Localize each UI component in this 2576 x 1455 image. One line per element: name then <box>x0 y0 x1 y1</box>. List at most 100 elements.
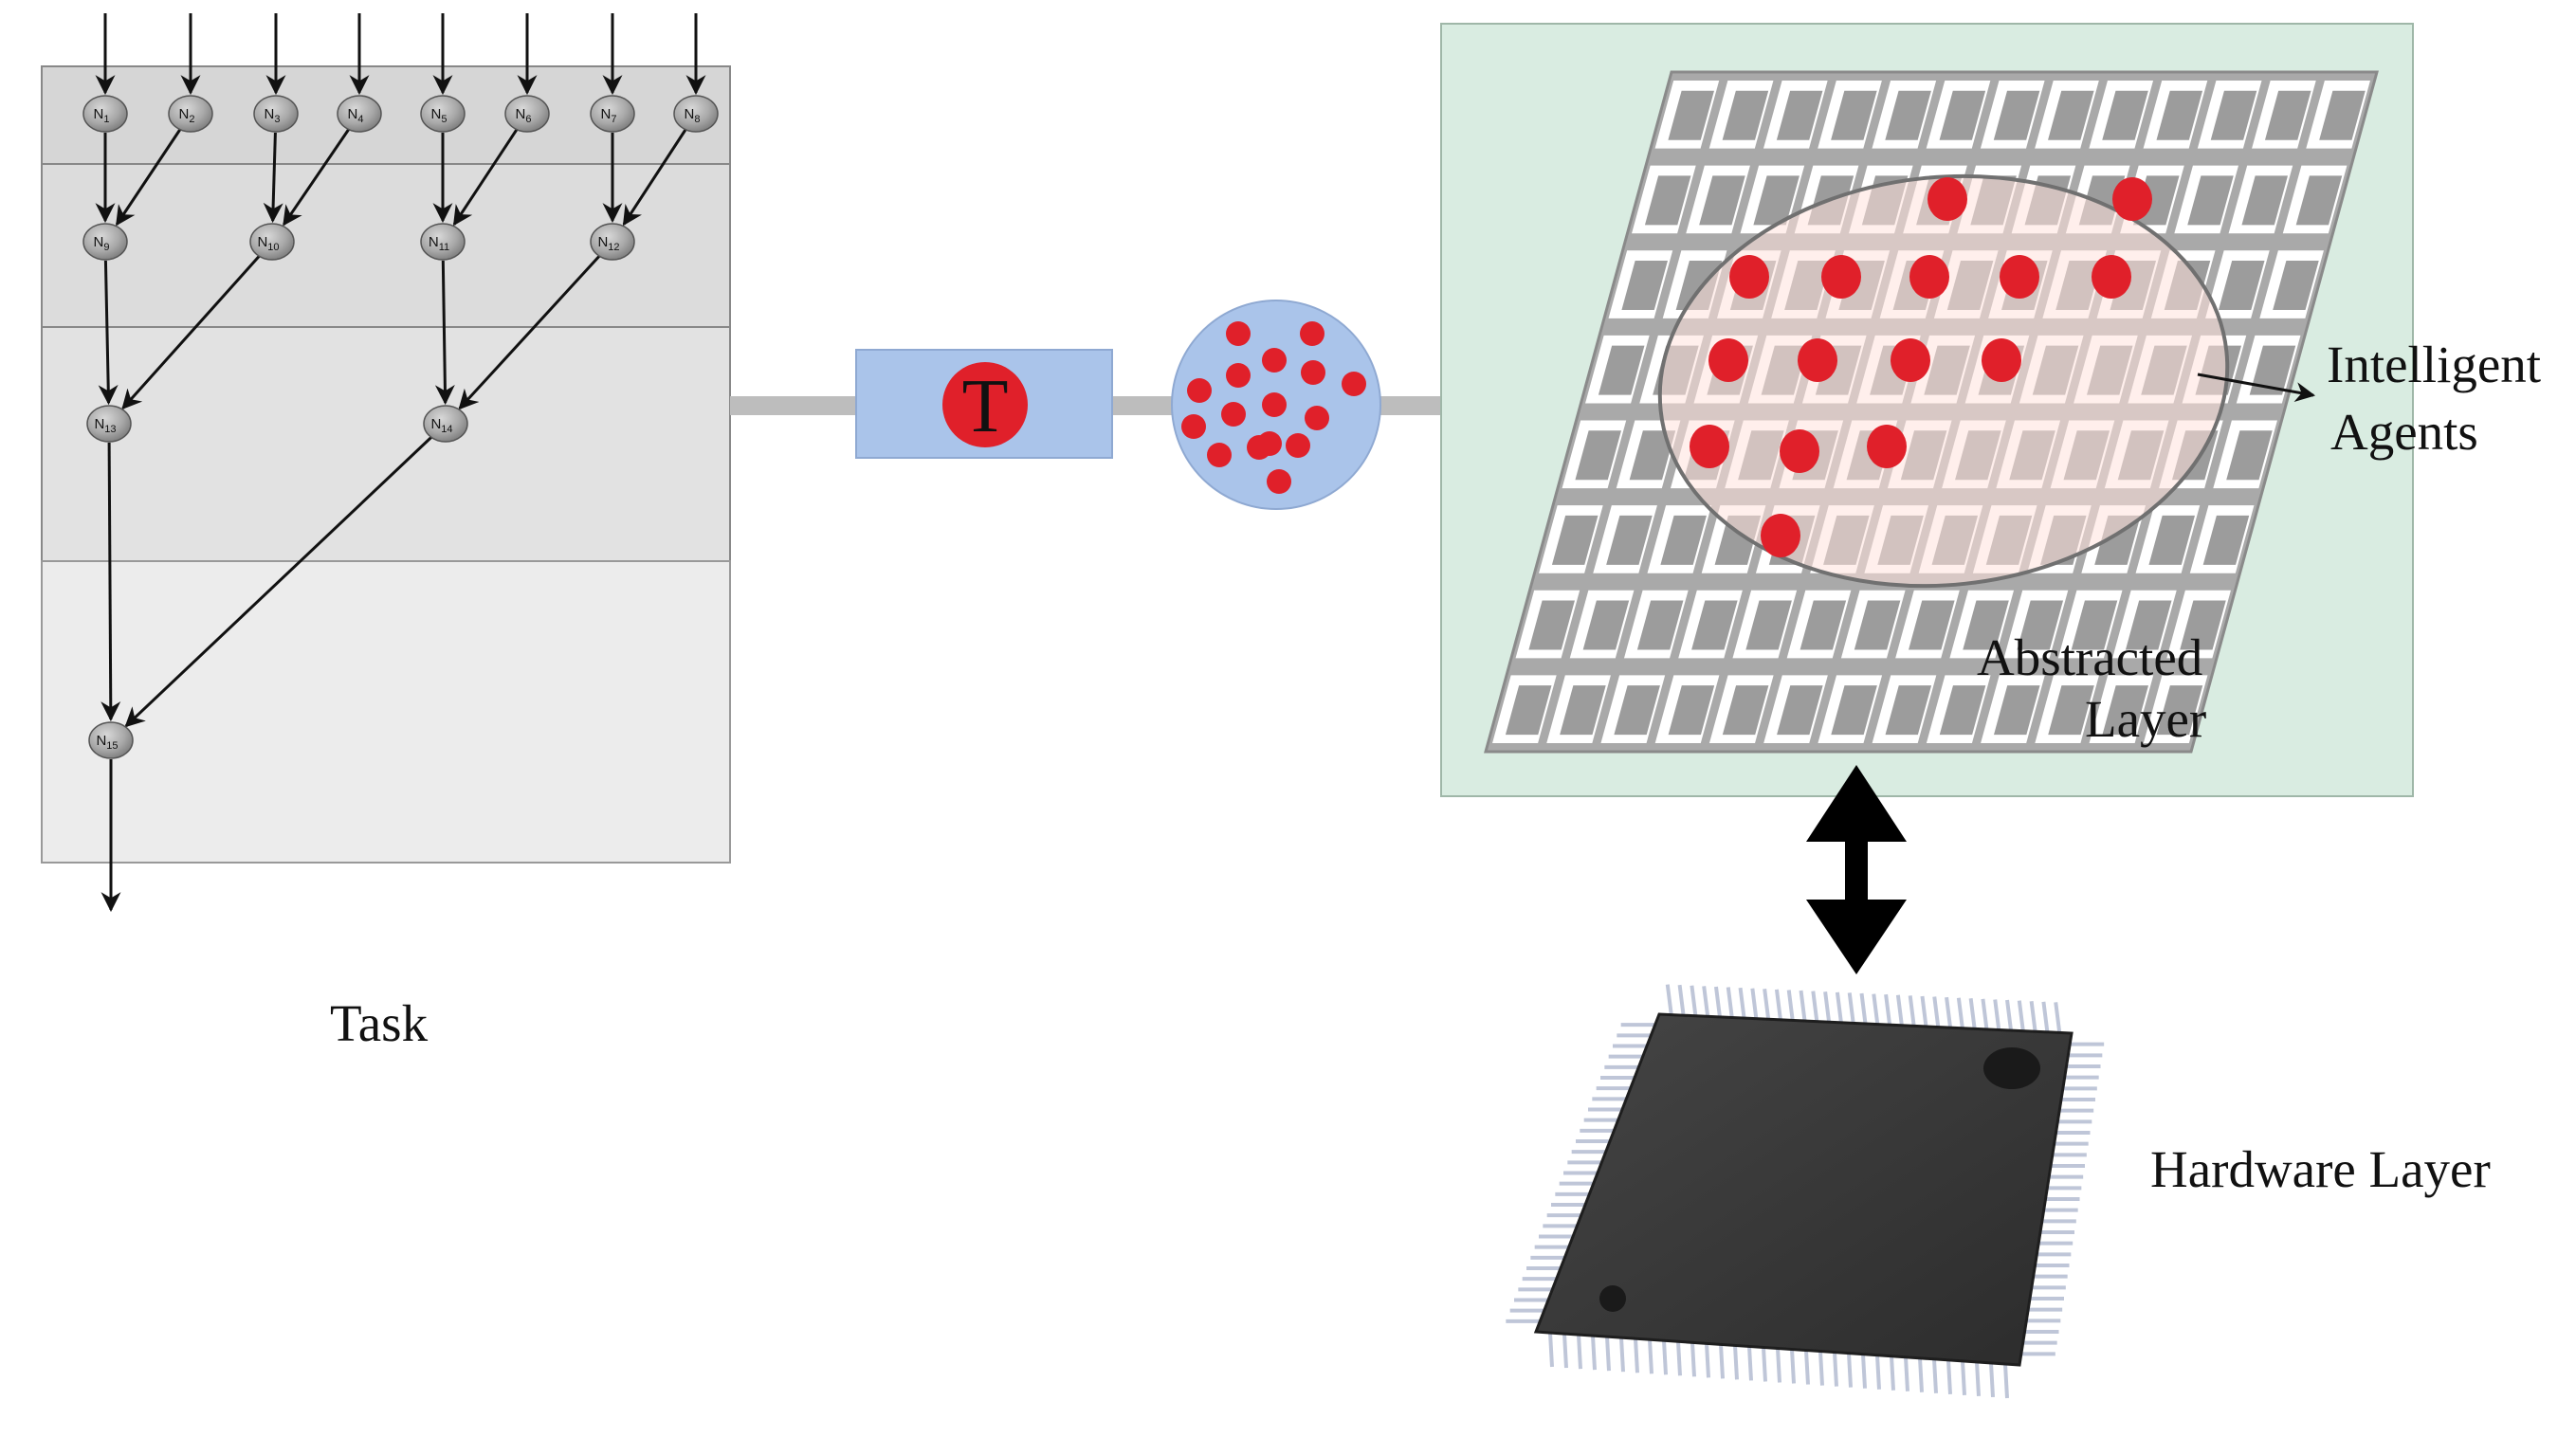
mesh-tile <box>2156 685 2203 736</box>
chip-pin <box>1705 1343 1710 1378</box>
agent-dot <box>1867 425 1907 468</box>
task-edge <box>434 260 455 406</box>
agents-pointer-arrow <box>2197 373 2316 402</box>
mesh-tile <box>2249 345 2296 395</box>
agent-dot <box>1927 177 1967 221</box>
chip-pin <box>2054 1002 2062 1033</box>
chip-pin <box>1786 990 1795 1021</box>
task-node-label: N3 <box>265 106 281 125</box>
mesh-tile <box>1575 430 1621 481</box>
mesh-tile <box>1993 90 2040 140</box>
mesh-tile <box>1722 90 1769 140</box>
task-node-label: N5 <box>431 106 448 125</box>
chip-pin <box>1774 989 1782 1021</box>
abstracted-layer-label-line1: Abstracted <box>1977 628 2202 686</box>
mesh-tile <box>1753 175 1800 226</box>
mesh-tile <box>2048 685 2094 736</box>
agent-dot <box>2092 255 2131 299</box>
chip-pin <box>1577 1334 1582 1370</box>
task-node-label: N4 <box>348 106 364 125</box>
task-node: N2 <box>168 95 213 133</box>
chip-pin <box>1872 993 1880 1025</box>
chip-pin <box>1823 991 1832 1023</box>
chip-pin <box>2005 999 2014 1031</box>
mesh-tile <box>2102 90 2148 140</box>
cluster-dot <box>1181 414 1206 439</box>
chip-pin <box>1690 1342 1696 1377</box>
mesh-tile <box>1909 600 1955 650</box>
mesh-tile <box>1560 685 1606 736</box>
mesh-tile <box>1963 600 2009 650</box>
chip-pin <box>1726 987 1734 1018</box>
agent-dot <box>1891 338 1930 382</box>
task-edge <box>100 442 121 722</box>
chip-pin <box>1747 1346 1753 1381</box>
agent-dot <box>1708 338 1748 382</box>
chip-pin <box>1677 984 1686 1016</box>
task-edge <box>622 128 687 227</box>
mesh-tile <box>1668 685 1715 736</box>
task-node-label: N7 <box>601 106 617 125</box>
chip-pin <box>1884 993 1892 1026</box>
chip-pin <box>1804 1350 1810 1385</box>
chip-pin <box>1790 1349 1796 1384</box>
agent-dot <box>2112 177 2152 221</box>
mesh-tile <box>1614 685 1660 736</box>
agent-dot <box>1909 255 1949 299</box>
mesh-tile <box>2102 685 2149 736</box>
task-node-label: N13 <box>94 416 116 435</box>
task-edge <box>124 435 433 728</box>
task-edge <box>263 132 283 224</box>
task-edge <box>98 260 119 406</box>
task-node: N6 <box>504 95 550 133</box>
mesh-tile <box>1777 685 1823 736</box>
transformer-symbol: T <box>962 365 1009 448</box>
chip-pin <box>1920 995 1928 1028</box>
task-band-4 <box>41 560 731 864</box>
mesh-tile <box>2048 90 2094 140</box>
bidirectional-arrow <box>1806 765 1907 974</box>
task-node: N5 <box>420 95 466 133</box>
task-edges <box>95 13 706 913</box>
task-node: N7 <box>590 95 635 133</box>
chip-pin <box>1989 1362 1995 1398</box>
chip-pin <box>1763 989 1771 1020</box>
mesh-tile <box>1885 685 1932 736</box>
transformer-circle <box>942 362 1028 447</box>
mesh-tile <box>1776 90 1823 140</box>
mesh-tile <box>1606 515 1653 565</box>
chip-pin <box>2003 1363 2009 1399</box>
task-edge <box>452 128 519 227</box>
chip-pin <box>1776 1348 1781 1383</box>
mesh-tile <box>2295 175 2343 226</box>
cluster-dot <box>1221 402 1246 427</box>
chip-pin1-dot <box>1983 1047 2040 1089</box>
mesh-tile <box>1636 600 1684 650</box>
task-node: N15 <box>88 721 134 759</box>
mesh-tile <box>2148 515 2196 565</box>
task-node-label: N8 <box>685 106 701 125</box>
mesh-tile <box>1551 515 1599 565</box>
chip-pin <box>1968 998 1977 1029</box>
task-node-label: N15 <box>96 733 118 752</box>
task-node-label: N10 <box>257 234 279 253</box>
chip-pin <box>1591 1336 1597 1371</box>
chip-pin <box>1932 1358 1938 1393</box>
chip-pin <box>1961 1360 1966 1395</box>
chip-pin <box>1719 1344 1725 1379</box>
cluster-dot <box>1301 360 1325 385</box>
cluster-dot <box>1286 433 1310 458</box>
mesh-tile <box>1831 90 1877 140</box>
chip-pin <box>1932 996 1941 1028</box>
chip-pin <box>1562 1333 1568 1369</box>
mesh-tile <box>1745 600 1792 650</box>
chip-pin <box>1945 996 1953 1028</box>
hardware-layer-label: Hardware Layer <box>2150 1140 2491 1198</box>
task-node: N12 <box>590 223 635 261</box>
cluster-dot <box>1247 435 1271 460</box>
mesh-tile <box>2156 90 2203 140</box>
chip-pin <box>1605 1337 1611 1372</box>
chip-pin <box>1818 1351 1824 1386</box>
